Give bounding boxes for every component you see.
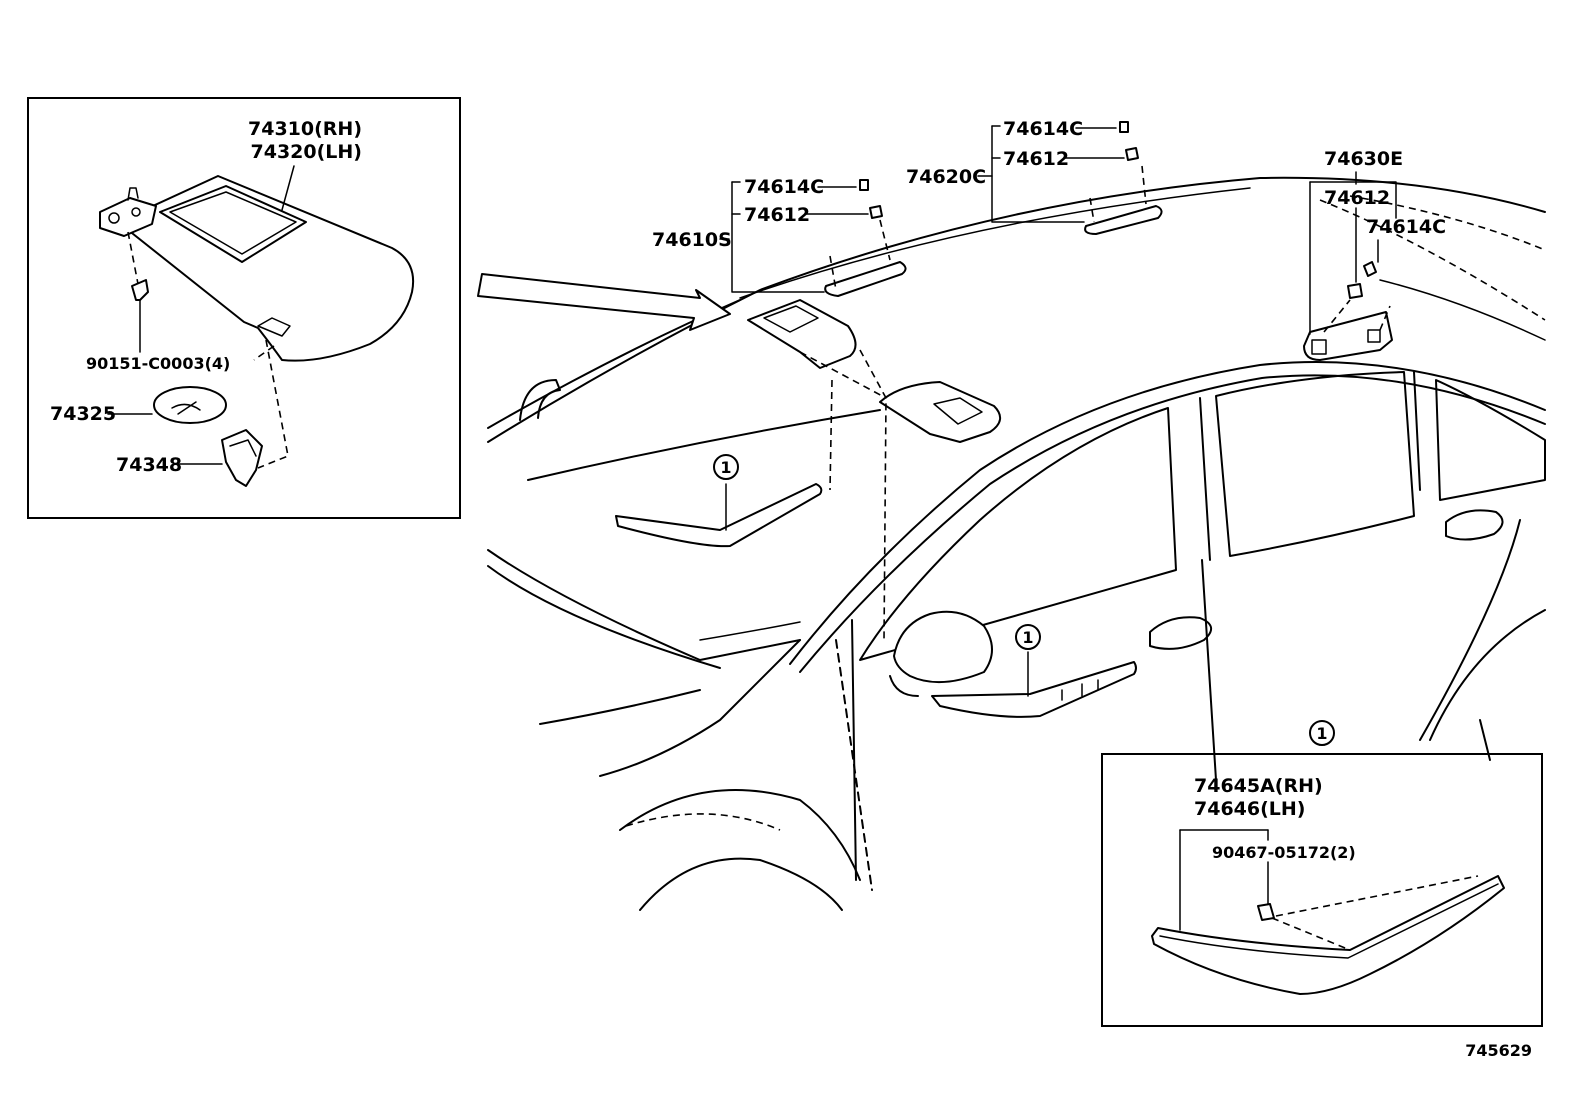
label-grip-rear-plug-c: 74614C xyxy=(1366,216,1446,238)
label-visor-rh: 74310(RH) xyxy=(248,118,362,140)
label-grip-mid-plug: 74612 xyxy=(1003,148,1069,170)
label-grip-mid-assy: 74620C xyxy=(906,166,986,188)
label-handle-screw: 90467-05172(2) xyxy=(1212,843,1356,862)
label-grip-front-plug-c: 74614C xyxy=(744,176,824,198)
assist-handle xyxy=(1151,875,1505,995)
label-visor-holder: 74348 xyxy=(116,454,182,476)
label-handle-rh: 74645A(RH) xyxy=(1194,775,1323,797)
label-screw: 90151-C0003(4) xyxy=(86,354,230,373)
label-visor-lh: 74320(LH) xyxy=(251,141,362,163)
label-grip-front-assy: 74610S xyxy=(652,229,732,251)
callout-1-mid: 1 xyxy=(1022,628,1033,647)
visor-holder xyxy=(221,429,263,487)
visor-on-car-right xyxy=(879,381,1001,443)
vehicle-outline xyxy=(487,176,1546,911)
screw-icon xyxy=(131,279,149,301)
sun-visor xyxy=(117,175,414,362)
sun-visor-detail: 74310(RH) 74320(LH) 90151-C0003(4) 74325… xyxy=(27,97,461,519)
visor-bracket xyxy=(99,197,157,237)
screw-icon xyxy=(1257,903,1275,921)
callout-1-mid-icon xyxy=(1015,624,1041,650)
clip-icon xyxy=(1119,121,1129,133)
clip-icon xyxy=(859,179,869,191)
label-holder-cover: 74325 xyxy=(50,403,116,425)
clip-icon xyxy=(1363,261,1377,277)
assist-grip-mid: 74614C 74612 74620C xyxy=(906,118,1163,235)
vanity-mirror xyxy=(159,185,307,263)
assist-grip-front: 74614C 74612 74610S xyxy=(652,176,907,297)
door-handle-mid xyxy=(931,661,1137,718)
callout-1-detail-icon xyxy=(1309,720,1335,746)
pointer-arrow xyxy=(477,273,731,331)
plug-icon xyxy=(1125,147,1139,161)
callout-1-front-icon xyxy=(713,454,739,480)
door-handle-detail-frame xyxy=(1101,753,1543,1027)
plug-icon xyxy=(1347,283,1363,299)
sun-visor-detail-frame xyxy=(27,97,461,519)
figure-number: 745629 xyxy=(1465,1041,1532,1060)
callout-1-detail: 1 xyxy=(1316,724,1327,743)
door-handle-front xyxy=(615,483,823,548)
label-grip-rear-plug: 74612 xyxy=(1324,187,1390,209)
visor-on-car-left xyxy=(747,299,857,369)
plug-icon xyxy=(869,205,883,219)
label-grip-rear-assy: 74630E xyxy=(1324,148,1403,170)
label-handle-lh: 74646(LH) xyxy=(1194,798,1305,820)
callout-1-front: 1 xyxy=(720,458,731,477)
label-grip-front-plug: 74612 xyxy=(744,204,810,226)
side-mirror xyxy=(893,610,993,684)
door-handle-detail: 74645A(RH) 74646(LH) 90467-05172(2) xyxy=(1101,753,1543,1027)
assist-grip-rear: 74630E 74612 74614C xyxy=(1303,148,1446,361)
label-grip-mid-plug-c: 74614C xyxy=(1003,118,1083,140)
